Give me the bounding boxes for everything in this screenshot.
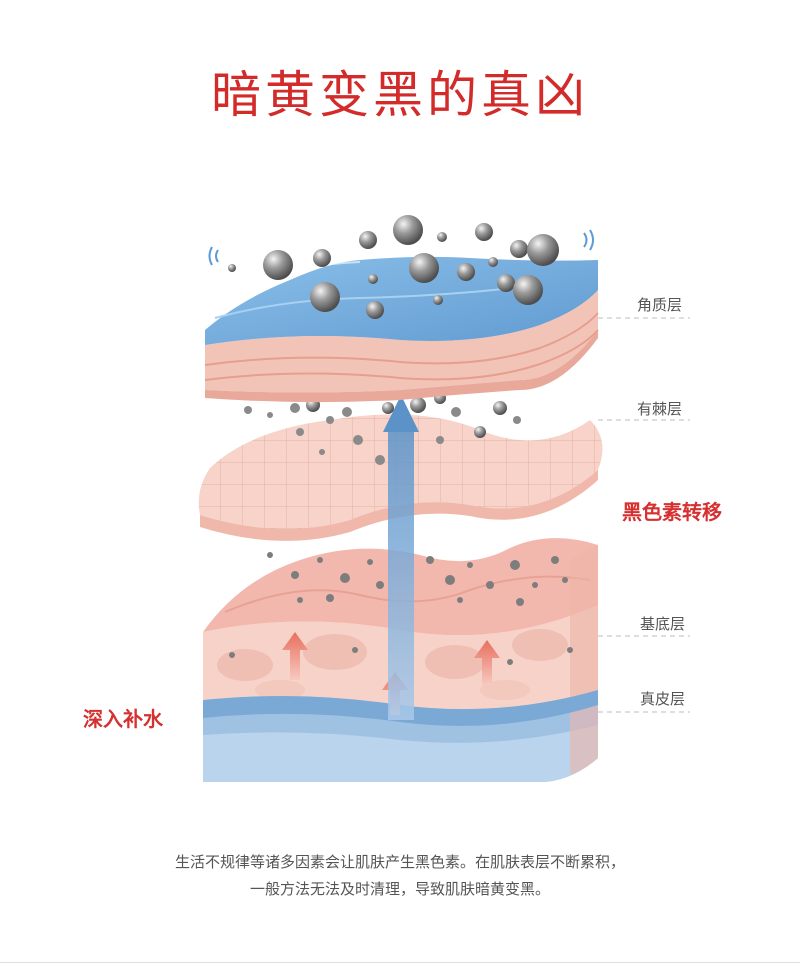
callout-melanin-transfer: 黑色素转移 — [622, 500, 722, 524]
label-leaders — [598, 317, 690, 713]
bottom-divider — [0, 962, 800, 963]
melanin-transfer-arrow — [383, 395, 419, 720]
surface-melanin-balls — [228, 215, 559, 319]
label-dermis: 真皮层 — [640, 690, 686, 708]
caption-line-2: 一般方法无法及时清理，导致肌肤暗黄变黑。 — [249, 880, 550, 898]
floating-melanin — [244, 392, 521, 465]
water-ripples — [208, 229, 594, 266]
caption-line-1: 生活不规律等诸多因素会让肌肤产生黑色素。在肌肤表层不断累积， — [174, 853, 625, 871]
basal-melanin-dots — [229, 552, 573, 665]
label-stratum-basale: 基底层 — [640, 615, 686, 633]
label-stratum-spinosum: 有棘层 — [637, 400, 683, 418]
label-stratum-corneum: 角质层 — [637, 296, 683, 314]
corneum-layer — [204, 256, 599, 403]
page-title: 暗黄变黑的真凶 — [211, 66, 589, 124]
callout-deep-hydration: 深入补水 — [83, 707, 163, 731]
